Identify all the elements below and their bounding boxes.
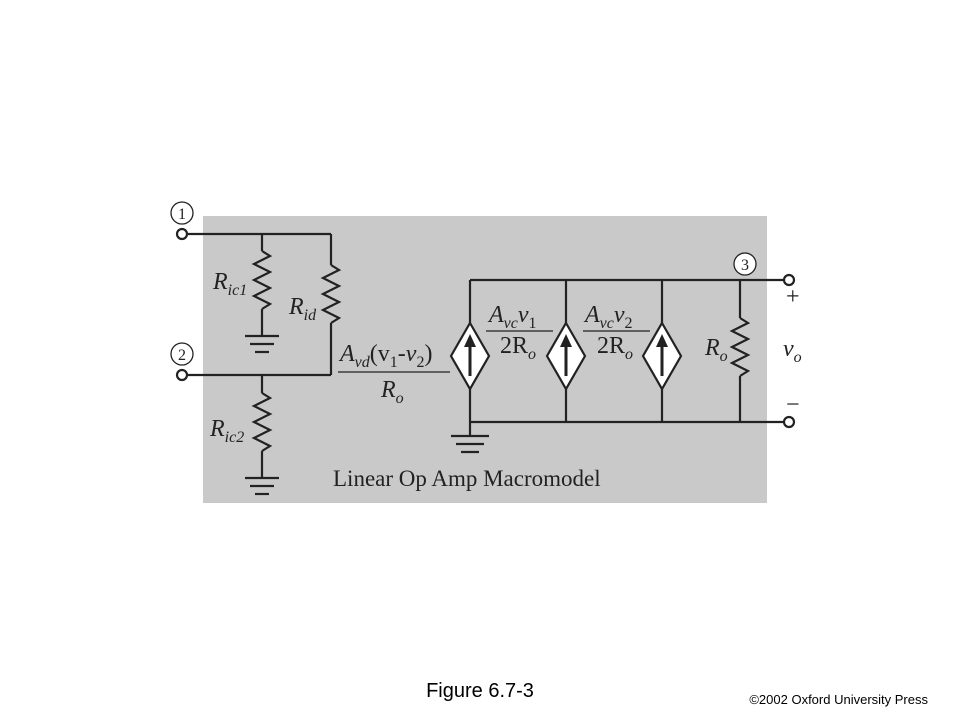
label-output-vo: vo <box>783 336 802 366</box>
copyright-notice: ©2002 Oxford University Press <box>749 692 928 707</box>
label-source-1-numerator: Avd(v1-v2) <box>338 341 432 371</box>
label-output-plus: + <box>786 284 800 310</box>
label-ric2: Ric2 <box>209 416 244 446</box>
label-source-1-denominator: Ro <box>380 377 404 407</box>
ground-symbol-ric2 <box>245 476 279 496</box>
resistor-ric2-symbol <box>251 392 273 452</box>
svg-text:1: 1 <box>178 206 186 223</box>
node-label-1: 1 <box>170 201 194 225</box>
node-label-3: 3 <box>733 252 757 276</box>
terminal-output-plus <box>782 273 796 287</box>
dependent-source-2 <box>545 280 587 422</box>
terminal-output-minus <box>782 415 796 429</box>
resistor-ro-symbol <box>729 317 751 377</box>
label-rid: Rid <box>288 294 317 324</box>
diagram-title: Linear Op Amp Macromodel <box>333 466 601 491</box>
node-label-2: 2 <box>170 342 194 366</box>
svg-text:3: 3 <box>741 257 749 274</box>
ground-symbol-output <box>451 422 489 454</box>
resistor-rid-symbol <box>320 264 342 324</box>
label-ro: Ro <box>704 335 728 365</box>
dependent-source-1 <box>449 280 491 422</box>
label-source-3-numerator: Avcv2 <box>583 302 633 332</box>
figure-caption: Figure 6.7-3 <box>426 680 534 702</box>
label-ric1: Ric1 <box>212 269 247 299</box>
terminal-node-2 <box>175 368 189 382</box>
ground-symbol-ric1 <box>245 334 279 354</box>
dependent-source-3 <box>641 280 683 422</box>
svg-text:2: 2 <box>178 347 186 364</box>
label-output-minus: − <box>786 392 800 418</box>
label-source-3-denominator: 2Ro <box>597 333 633 363</box>
terminal-node-1 <box>175 227 189 241</box>
label-source-2-denominator: 2Ro <box>500 333 536 363</box>
label-source-2-numerator: Avcv1 <box>487 302 537 332</box>
resistor-ric1-symbol <box>251 250 273 310</box>
